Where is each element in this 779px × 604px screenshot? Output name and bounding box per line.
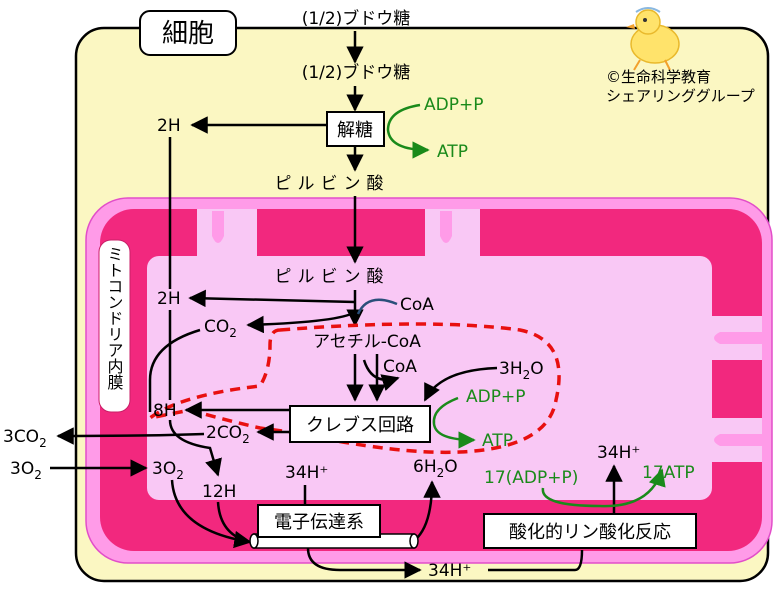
krebs-cycle-label: クレブス回路	[306, 414, 414, 436]
glycolysis-2h-label: 2H	[157, 116, 181, 136]
line-ims-to-oxphos	[488, 549, 584, 572]
pdh-2h-label: 2H	[157, 289, 181, 309]
arrow-12h-to-etc	[216, 501, 251, 544]
inside-34h-label: 34H⁺	[285, 463, 328, 483]
cell-title: 細胞	[162, 19, 214, 49]
outside-co2-label: 3CO2	[3, 427, 47, 450]
crista-slot-2	[440, 211, 452, 243]
acetyl-coa-label: アセチル-CoA	[313, 332, 421, 352]
krebs-water-label: 3H2O	[499, 359, 544, 382]
ims-34h-label: 34H⁺	[428, 561, 471, 581]
crista-slot-3	[714, 332, 770, 344]
arrow-o2-to-etc	[170, 479, 252, 549]
arrow-krebs-coa	[362, 359, 400, 391]
etc-label: 電子伝達系	[274, 512, 364, 533]
arrow-oxphos-atp	[541, 468, 666, 508]
arrow-etc-to-ims	[306, 547, 422, 579]
krebs-cycle-box	[289, 405, 431, 443]
crista-slot-4	[714, 434, 770, 446]
arrow-krebs-water	[423, 366, 498, 402]
chick-logo	[626, 7, 680, 71]
krebs-adp-label: ADP+P	[466, 387, 525, 407]
crista-slot-1	[212, 211, 224, 243]
etc-box	[257, 504, 381, 538]
inside-water-label: 6H2O	[413, 457, 458, 480]
krebs-coa-label: CoA	[383, 357, 417, 377]
pdh-co2-label: CO2	[204, 317, 237, 340]
krebs-atp-label: ATP	[482, 431, 513, 451]
credit-line2: シェアリンググループ	[606, 87, 755, 105]
pyruvate-matrix-label: ピルビン酸	[275, 267, 390, 287]
arrow-glycolysis-atp	[386, 103, 430, 159]
oxphos-box	[483, 513, 697, 549]
glucose-top-label: (1/2)ブドウ糖	[302, 8, 411, 29]
arrow-pdh-co2	[246, 310, 356, 334]
oxphos-label: 酸化的リン酸化反応	[509, 522, 671, 543]
crista-top-right	[425, 209, 480, 273]
pdh-coa-label: CoA	[400, 295, 434, 315]
inner-membrane-label-box	[98, 239, 131, 413]
glycolysis-adp-label: ADP+P	[424, 95, 483, 115]
glucose-mid-label: (1/2)ブドウ糖	[302, 62, 411, 83]
inside-12h-label: 12H	[202, 482, 236, 502]
oxphos-adp-label: 17(ADP+P)	[484, 468, 578, 488]
krebs-cycle-boundary	[148, 322, 561, 455]
mitochondrial-matrix	[147, 256, 712, 500]
arrow-8h-to-12h	[168, 419, 222, 477]
inner-membrane-label: ミトコンドリア内膜	[105, 246, 124, 391]
krebs-8h-label: 8H	[153, 401, 177, 421]
credit-line1: ©生命科学教育	[606, 68, 711, 86]
arrow-krebs-atp	[432, 396, 476, 449]
oxphos-atp-label: 17ATP	[642, 463, 695, 483]
oxphos-34h-label: 34H⁺	[597, 443, 640, 463]
pyruvate-cytosol-label: ピルビン酸	[275, 174, 390, 194]
line-co2-to-outside	[148, 328, 201, 412]
inside-o2-label: 3O2	[152, 459, 184, 482]
cell-title-box	[139, 10, 237, 56]
outside-o2-label: 3O2	[10, 459, 42, 482]
arrow-co2-out	[56, 427, 205, 445]
line-coa-in	[356, 298, 398, 315]
crista-top-left	[197, 209, 257, 275]
arrow-pdh-2h	[188, 289, 356, 308]
glycolysis-atp-label: ATP	[437, 142, 468, 162]
krebs-co2-label: 2CO2	[206, 423, 250, 446]
glycolysis-label: 解糖	[337, 120, 373, 141]
